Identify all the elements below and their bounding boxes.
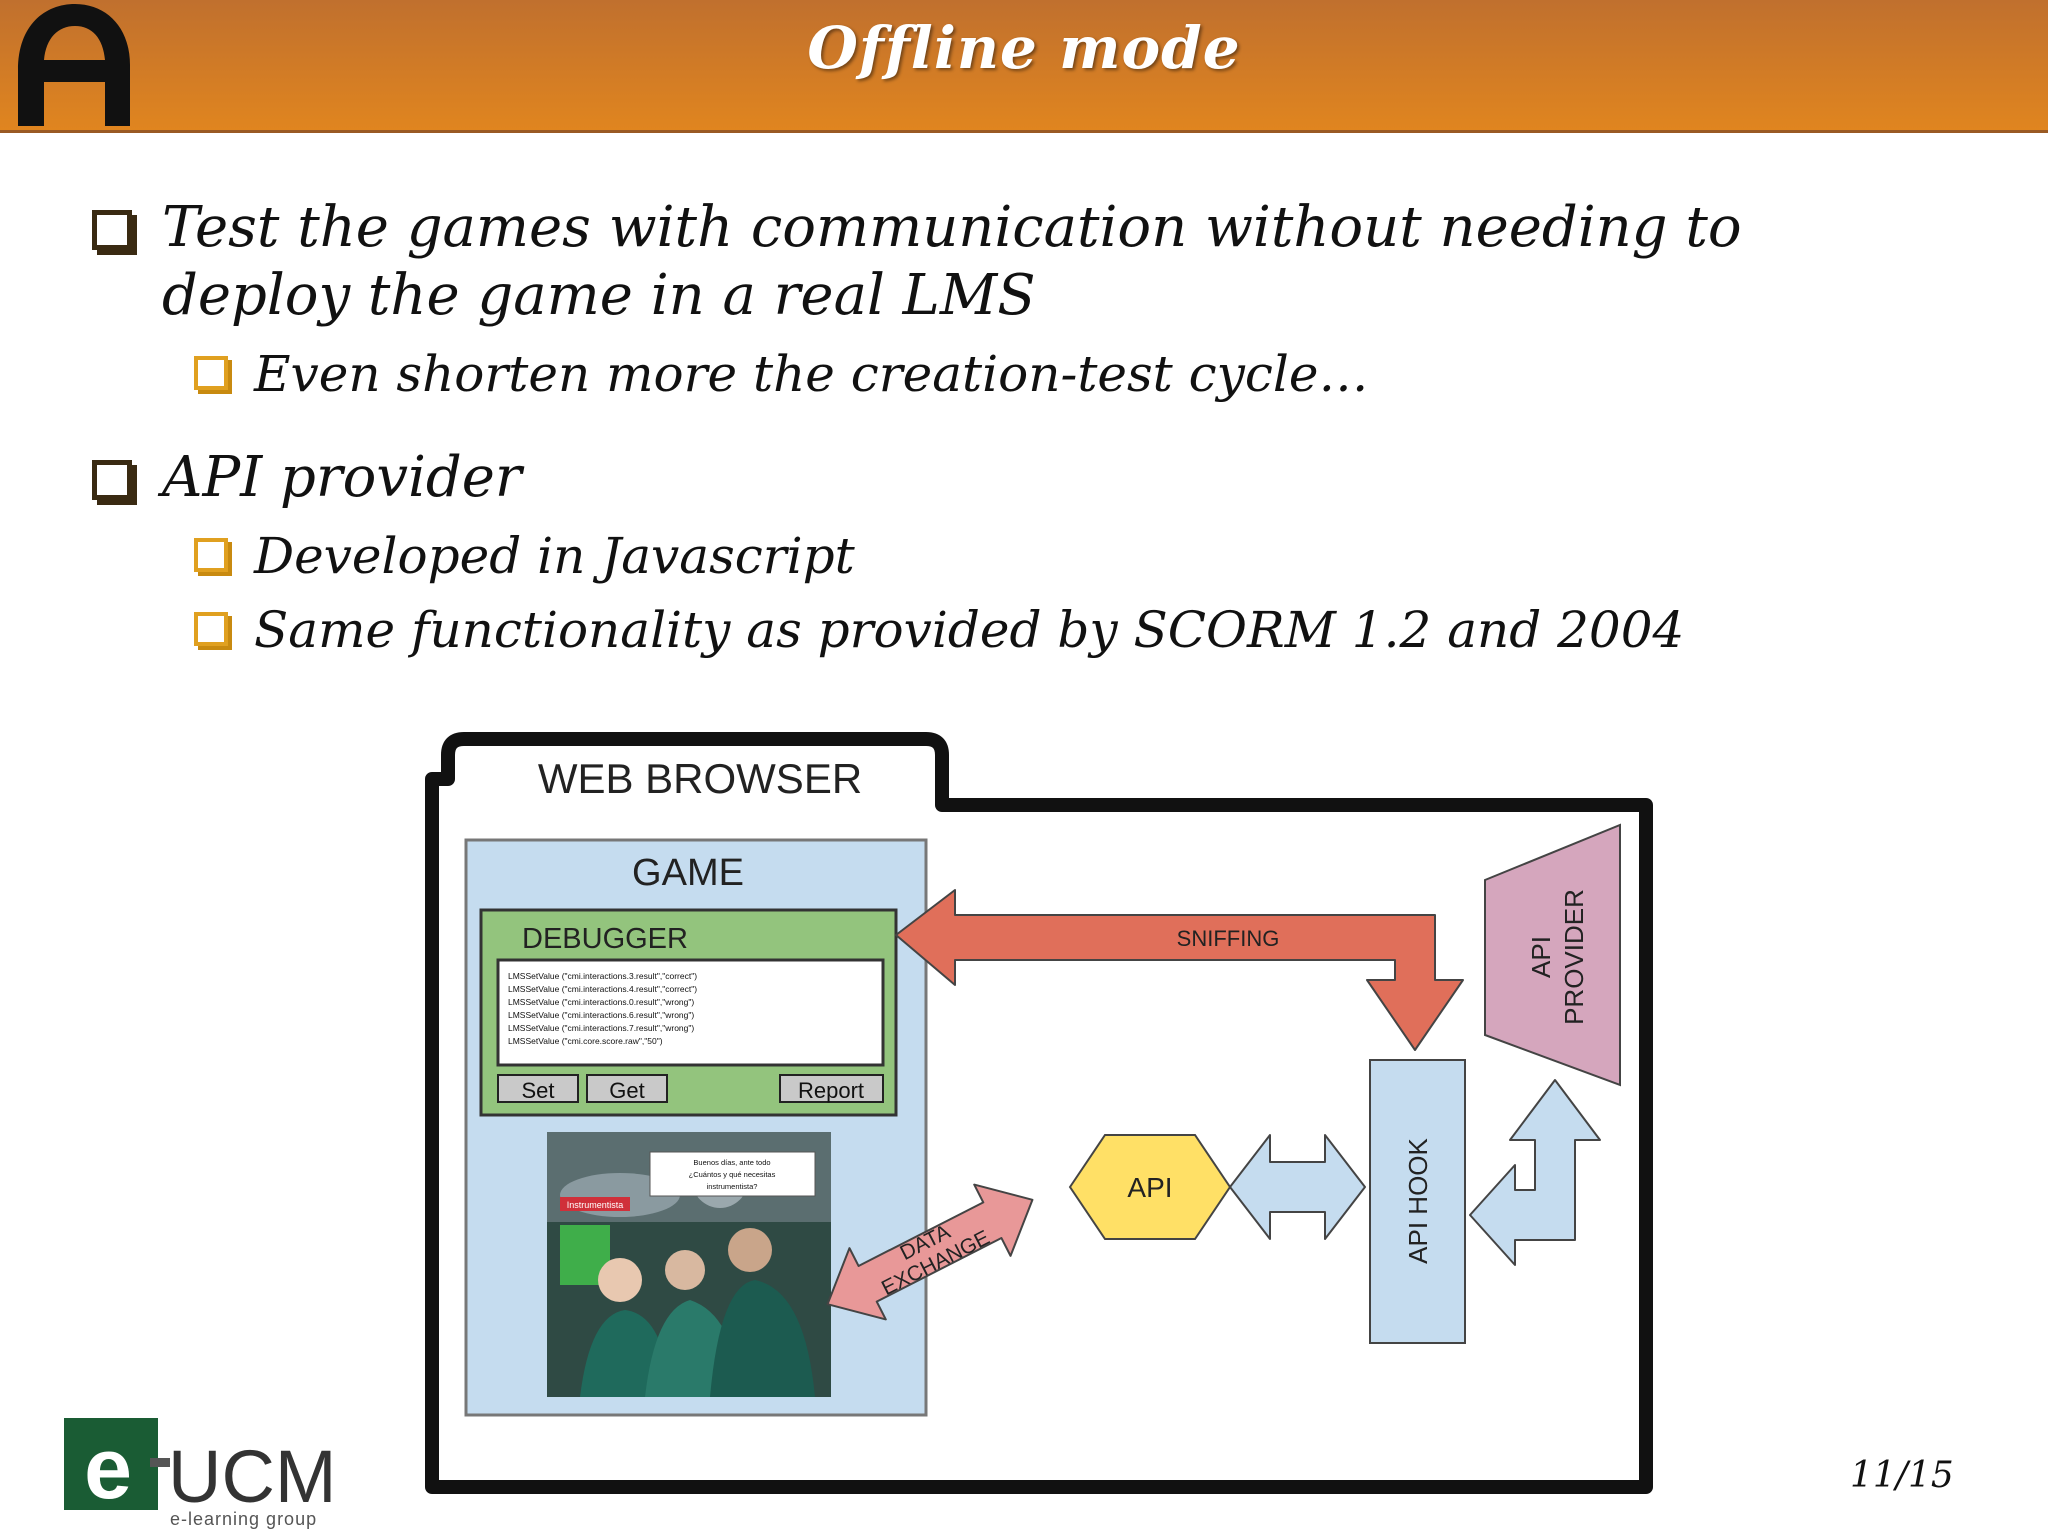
title-bar: Offline mode	[0, 0, 2048, 133]
page-number: 11/15	[1850, 1455, 1954, 1496]
photo-bubble-line: instrumentista?	[707, 1182, 758, 1191]
e-ucm-logo: e UCM e-learning group	[64, 1418, 337, 1529]
debugger-log-area	[496, 958, 885, 1067]
bullet-box-icon	[92, 210, 132, 250]
sub-bullet-box-icon	[194, 356, 228, 390]
provider-hook-arrow	[1469, 1079, 1601, 1266]
set-button-label: Set	[521, 1078, 554, 1103]
bullet-2: API provider	[162, 445, 522, 510]
api-provider-label-line-1: API	[1526, 936, 1556, 978]
report-button[interactable]: Report	[779, 1074, 884, 1103]
logo-text: UCM	[168, 1435, 337, 1518]
set-button[interactable]: Set	[497, 1074, 579, 1103]
log-line: LMSSetValue ("cmi.interactions.7.result"…	[508, 1023, 694, 1033]
web-browser-label: WEB BROWSER	[538, 755, 862, 802]
sub-bullet-2: Developed in Javascript	[254, 527, 855, 585]
logo-dash	[150, 1458, 170, 1467]
sub-bullet-box-icon	[194, 612, 228, 646]
bullet-1-line-1: Test the games with communication withou…	[162, 195, 1742, 260]
sub-bullet-box-icon	[194, 538, 228, 572]
e-logo-icon	[18, 4, 130, 126]
api-provider-shape	[1484, 823, 1621, 1087]
sniffing-label: SNIFFING	[1177, 926, 1280, 951]
report-button-label: Report	[798, 1078, 864, 1103]
slide-title: Offline mode	[807, 14, 1241, 82]
photo-bubble-line: ¿Cuántos y qué necesitas	[689, 1170, 776, 1179]
sub-bullet-3: Same functionality as provided by SCORM …	[254, 601, 1685, 659]
logo-letter: e	[84, 1421, 132, 1517]
architecture-diagram: WEB BROWSER GAME DEBUGGER LMSSetValue ("…	[425, 732, 1653, 1494]
api-hook-double-arrow	[1229, 1134, 1366, 1240]
logo-subtitle: e-learning group	[170, 1509, 317, 1529]
get-button[interactable]: Get	[586, 1074, 668, 1103]
api-label: API	[1127, 1172, 1172, 1203]
debugger-label: DEBUGGER	[522, 923, 688, 955]
game-label: GAME	[632, 852, 744, 894]
log-line: LMSSetValue ("cmi.interactions.4.result"…	[508, 984, 697, 994]
api-provider-label-line-2: PROVIDER	[1559, 889, 1589, 1025]
data-exchange-arrow	[826, 1183, 1034, 1321]
photo-bubble-line: Buenos días, ante todo	[693, 1158, 770, 1167]
bullet-box-icon	[92, 460, 132, 500]
sub-bullet-1: Even shorten more the creation-test cycl…	[254, 345, 1369, 403]
bullet-1-line-2: deploy the game in a real LMS	[162, 263, 1036, 328]
log-line: LMSSetValue ("cmi.core.score.raw","50")	[508, 1036, 663, 1046]
api-hook-label: API HOOK	[1403, 1137, 1433, 1263]
api-hook-box	[1369, 1059, 1466, 1344]
log-line: LMSSetValue ("cmi.interactions.6.result"…	[508, 1010, 694, 1020]
log-line: LMSSetValue ("cmi.interactions.0.result"…	[508, 997, 694, 1007]
log-line: LMSSetValue ("cmi.interactions.3.result"…	[508, 971, 697, 981]
photo-tag: Instrumentista	[567, 1200, 624, 1210]
get-button-label: Get	[609, 1078, 644, 1103]
game-screenshot: Instrumentista Buenos días, ante todo ¿C…	[547, 1132, 831, 1397]
logo-green-block	[64, 1418, 158, 1510]
sniffing-arrow	[895, 889, 1464, 1051]
